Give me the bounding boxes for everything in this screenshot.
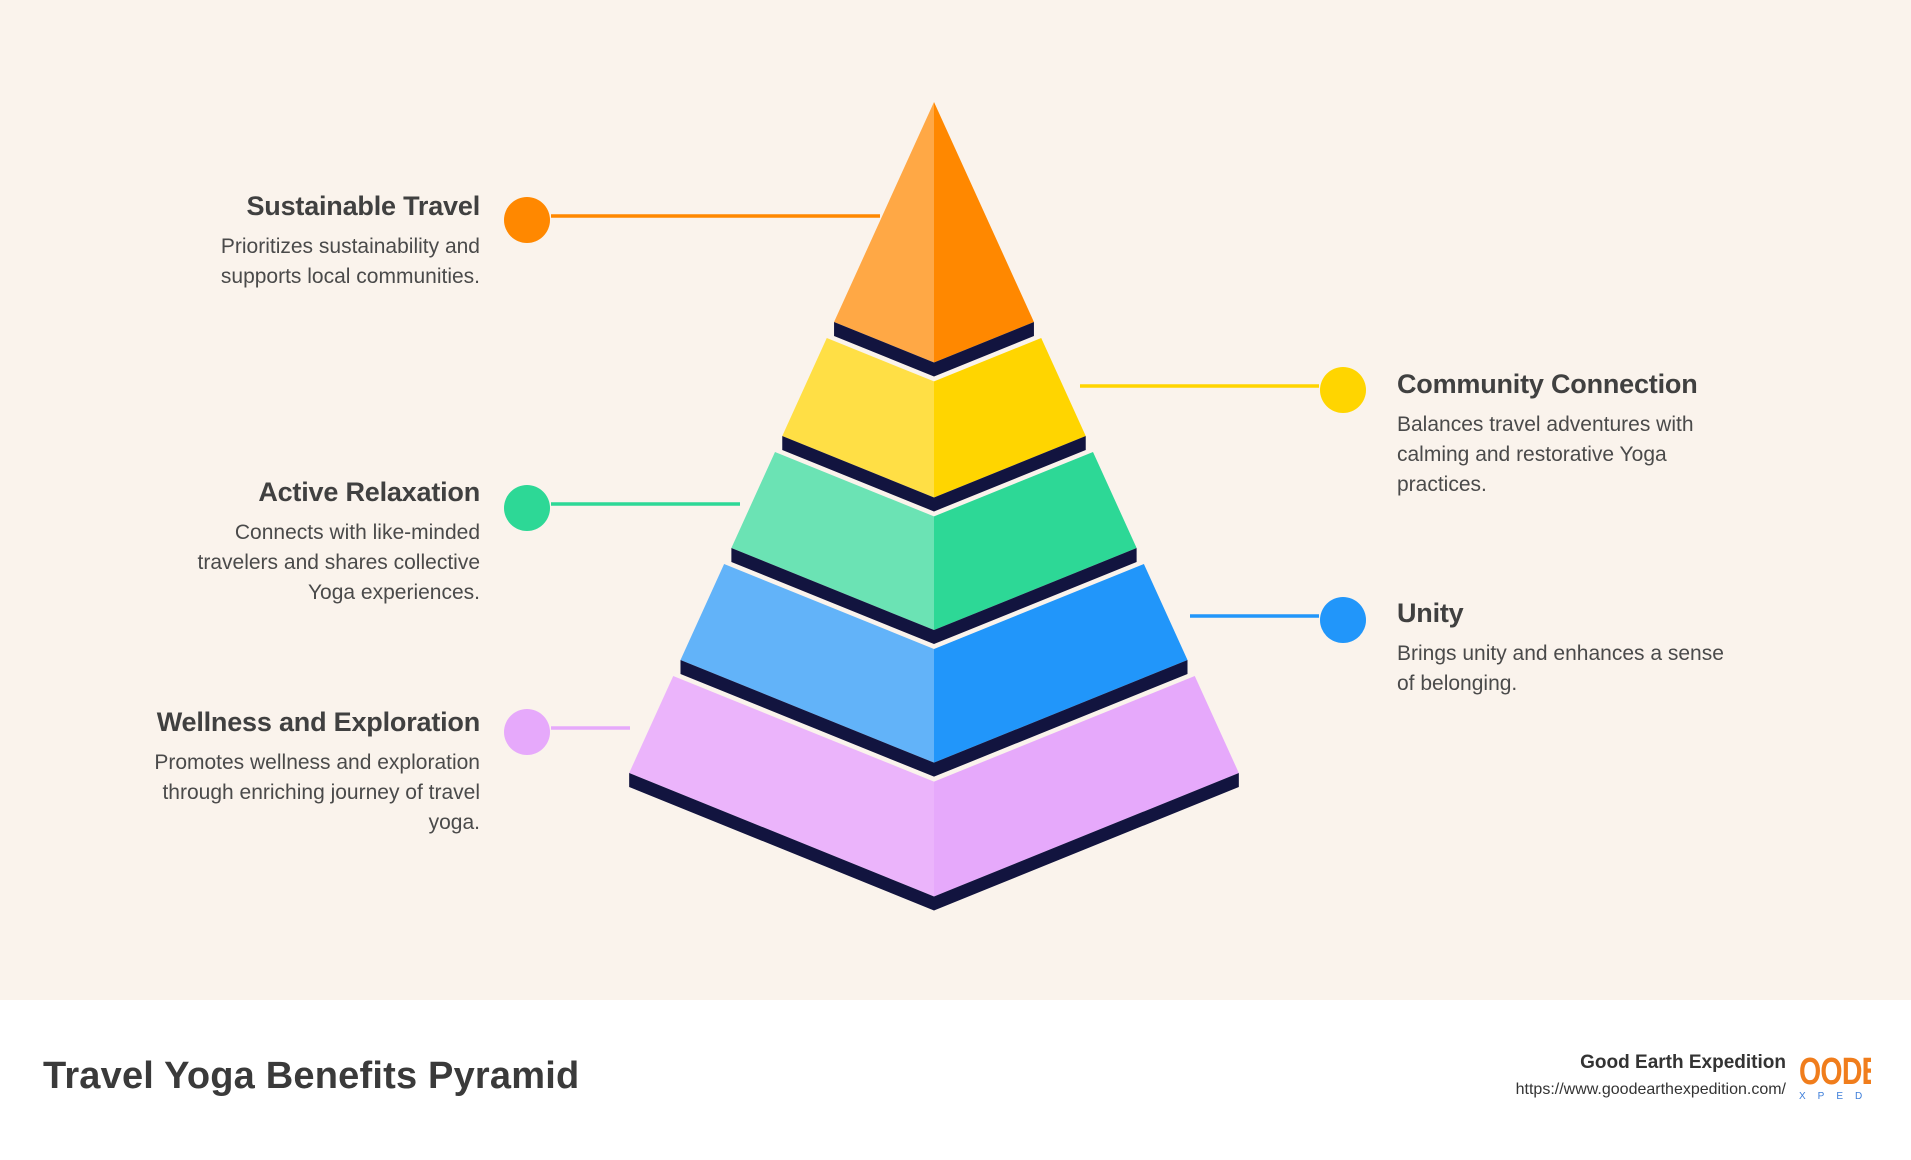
label-title: Unity xyxy=(1397,598,1464,628)
connector-dot-2 xyxy=(1320,367,1366,413)
pyramid-layer-1-left xyxy=(834,102,934,363)
connector-dot-4 xyxy=(1320,597,1366,643)
logo-bottom-text: XPED xyxy=(1799,1091,1871,1102)
brand-logo-icon: OODE XPED xyxy=(1799,1052,1871,1102)
label-unity: Unity Brings unity and enhances a sense … xyxy=(1397,597,1727,699)
label-title: Sustainable Travel xyxy=(246,191,480,221)
pyramid-diagram xyxy=(504,102,1366,911)
footer: Travel Yoga Benefits Pyramid Good Earth … xyxy=(0,1000,1911,1160)
pyramid-layer-3-left xyxy=(731,452,934,631)
label-wellness-and-exploration: Wellness and Exploration Promotes wellne… xyxy=(120,706,480,838)
label-description: Promotes wellness and exploration throug… xyxy=(154,751,480,834)
pyramid-layer-5-left xyxy=(629,676,934,897)
logo-top-text: OODE xyxy=(1799,1052,1871,1093)
connector-dot-3 xyxy=(504,485,550,531)
pyramid-layer-4-left xyxy=(680,564,934,763)
pyramid-layer-5-right xyxy=(934,676,1239,897)
label-sustainable-travel: Sustainable Travel Prioritizes sustainab… xyxy=(160,190,480,292)
pyramid-layer-1-rim xyxy=(834,322,1034,377)
label-description: Balances travel adventures with calming … xyxy=(1397,413,1694,496)
diagram-canvas: Sustainable Travel Prioritizes sustainab… xyxy=(0,0,1911,1000)
connector-dot-5 xyxy=(504,709,550,755)
label-title: Wellness and Exploration xyxy=(156,707,480,737)
label-title: Community Connection xyxy=(1397,369,1698,399)
label-description: Prioritizes sustainability and supports … xyxy=(220,235,480,288)
pyramid-layer-3-right xyxy=(934,452,1137,631)
pyramid-layer-2-right xyxy=(934,338,1086,498)
label-community-connection: Community Connection Balances travel adv… xyxy=(1397,368,1727,500)
label-description: Brings unity and enhances a sense of bel… xyxy=(1397,642,1724,695)
connector-dot-1 xyxy=(504,197,550,243)
pyramid-layer-2-left xyxy=(782,338,934,498)
label-active-relaxation: Active Relaxation Connects with like-min… xyxy=(160,476,481,608)
pyramid-layer-4-right xyxy=(934,564,1188,763)
pyramid-layer-1-right xyxy=(934,102,1034,363)
page-title: Travel Yoga Benefits Pyramid xyxy=(43,1055,580,1097)
label-description: Connects with like-minded travelers and … xyxy=(197,521,480,604)
pyramid-layer-2-rim xyxy=(782,436,1086,512)
brand-name: Good Earth Expedition xyxy=(1580,1052,1786,1073)
label-title: Active Relaxation xyxy=(258,477,480,507)
brand-url[interactable]: https://www.goodearthexpedition.com/ xyxy=(1515,1081,1786,1098)
